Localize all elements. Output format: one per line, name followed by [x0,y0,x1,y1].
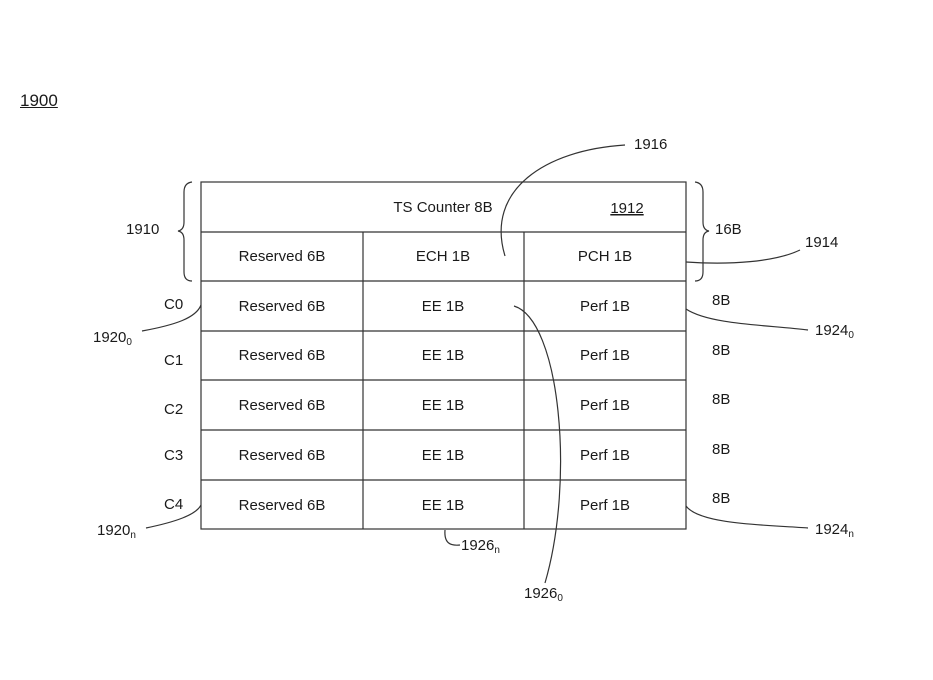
leader-1926-0 [513,305,562,584]
leader-1926-n [444,529,461,546]
row-reserved-cell: Reserved 6B [239,347,326,364]
row-ee-cell: EE 1B [422,397,465,414]
leader-1920-0 [141,304,202,332]
leader-1924-0 [685,308,809,331]
row-size-label: 8B [712,441,731,458]
pch-ref-label: 1914 [805,234,839,251]
row-perf-cell: Perf 1B [580,497,630,514]
row-size-label: 8B [712,490,731,507]
ts-counter-text: TS Counter 8B [393,199,492,216]
row-perf-cell: Perf 1B [580,397,630,414]
right-brace [694,181,710,282]
row-perf-cell: Perf 1B [580,447,630,464]
row-reserved-cell: Reserved 6B [239,497,326,514]
ref-1924-n: 1924n [815,521,854,540]
ref-1920-n: 1920n [97,522,136,541]
row-label: C0 [164,296,184,313]
table-border [200,181,687,530]
row-size-label: 8B [712,342,731,359]
row-ee-cell: EE 1B [422,497,465,514]
row-reserved-cell: Reserved 6B [239,397,326,414]
ref-1920-0: 19200 [93,329,132,348]
row-reserved-cell: Reserved 6B [239,447,326,464]
ts-counter-ref: 1912 [610,200,643,217]
leader-1916 [500,144,626,257]
left-brace [177,181,193,282]
leader-1920-n [145,504,202,529]
group-ref-label: 1910 [126,221,160,238]
ref-1926-0: 19260 [524,585,563,604]
row-label: C1 [164,352,184,369]
ref-1924-0: 19240 [815,322,854,341]
header-pch-cell: PCH 1B [578,248,632,265]
leader-1924-n [685,505,809,529]
ech-ref-label: 1916 [634,136,668,153]
row-perf-cell: Perf 1B [580,347,630,364]
row-label: C3 [164,447,184,464]
row-ee-cell: EE 1B [422,347,465,364]
header-reserved-cell: Reserved 6B [239,248,326,265]
figure-number: 1900 [20,91,58,110]
row-perf-cell: Perf 1B [580,298,630,315]
header-size-label: 16B [715,221,742,238]
ref-1926-n: 1926n [461,537,500,556]
row-size-label: 8B [712,292,731,309]
leader-1914 [685,249,801,264]
row-ee-cell: EE 1B [422,447,465,464]
header-ech-cell: ECH 1B [416,248,470,265]
row-label: C4 [164,496,184,513]
row-label: C2 [164,401,184,418]
row-size-label: 8B [712,391,731,408]
row-reserved-cell: Reserved 6B [239,298,326,315]
row-ee-cell: EE 1B [422,298,465,315]
